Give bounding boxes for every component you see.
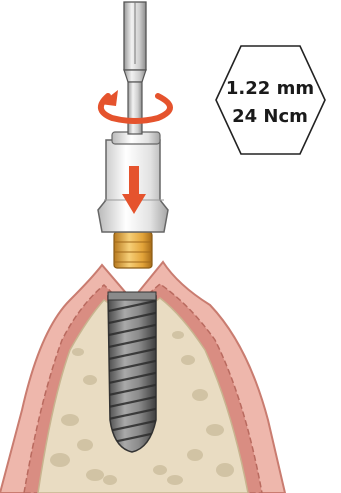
spec-torque-text: 24 Ncm: [232, 106, 308, 127]
dental-implant: [104, 292, 160, 452]
driver-tool: [124, 2, 146, 134]
spec-depth-text: 1.22 mm: [226, 78, 314, 99]
gold-abutment-screw: [114, 232, 152, 268]
spec-badge: 1.22 mm 24 Ncm: [216, 46, 325, 154]
hexagon-icon: [216, 46, 325, 154]
